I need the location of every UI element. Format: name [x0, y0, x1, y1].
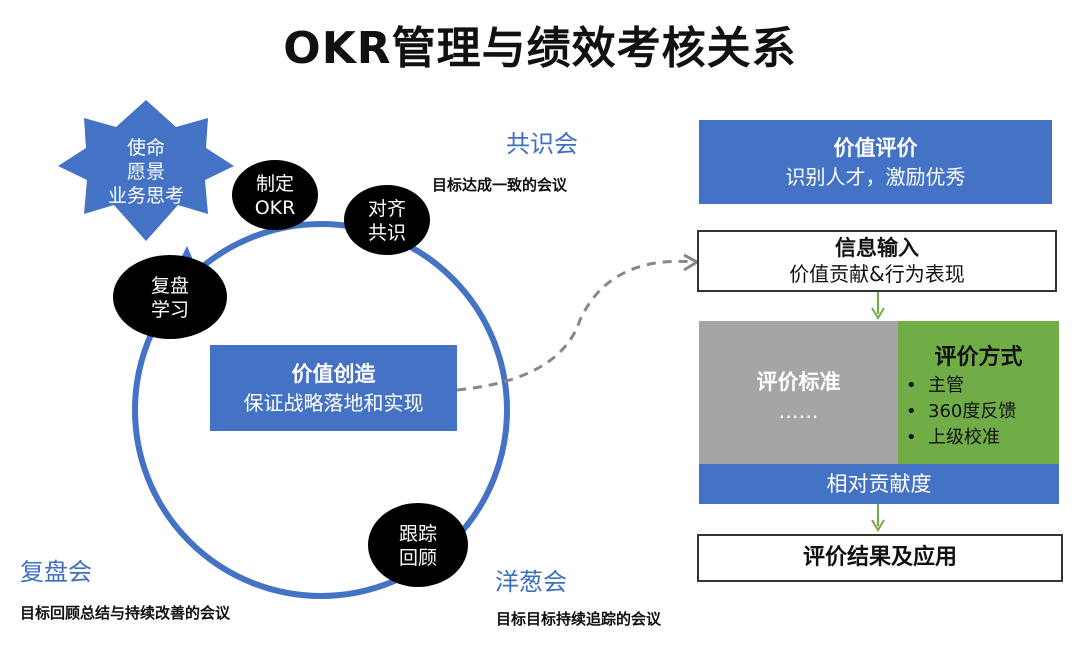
- vision-star-text: 使命 愿景 业务思考: [107, 137, 184, 207]
- node-set-okr-text: 制定 OKR: [254, 173, 296, 219]
- value-evaluation-box: 价值评价 识别人才，激励优秀: [699, 120, 1052, 204]
- node-review-text: 复盘 学习: [150, 275, 189, 321]
- cycle-ring: [132, 221, 510, 599]
- dashed-connector: [456, 259, 696, 392]
- evaluation-method-item: 上级校准: [898, 425, 1059, 451]
- evaluation-standard-more: ……: [778, 399, 819, 423]
- review-meeting-desc: 目标回顾总结与持续改善的会议: [20, 604, 231, 622]
- evaluation-result-label: 评价结果及应用: [802, 545, 957, 570]
- evaluation-method-item: 主管: [898, 373, 1059, 399]
- arrow-input-to-standard-head: [871, 307, 885, 320]
- arrow-relative-to-result-head: [871, 519, 885, 532]
- value-creation-subtitle: 保证战略落地和实现: [243, 391, 424, 415]
- evaluation-standard-title: 评价标准: [756, 370, 841, 394]
- relative-contribution-bar: 相对贡献度: [699, 464, 1059, 504]
- evaluation-method-title: 评价方式: [934, 345, 1023, 370]
- info-input-subtitle: 价值贡献&行为表现: [789, 262, 965, 286]
- node-align-shape: [344, 185, 430, 255]
- onion-meeting-name: 洋葱会: [495, 568, 567, 596]
- node-track-shape: [368, 503, 468, 587]
- onion-meeting-desc: 目标目标持续追踪的会议: [496, 610, 662, 628]
- consensus-meeting-desc: 目标达成一致的会议: [432, 176, 568, 194]
- evaluation-result-box: 评价结果及应用: [697, 534, 1063, 582]
- node-set-okr-shape: [232, 160, 318, 230]
- value-creation-title: 价值创造: [291, 362, 376, 386]
- review-meeting-name: 复盘会: [20, 558, 92, 586]
- node-track-text: 跟踪 回顾: [398, 523, 437, 569]
- evaluation-standard-box: 评价标准 ……: [699, 321, 898, 464]
- value-evaluation-subtitle: 识别人才，激励优秀: [785, 165, 966, 189]
- relative-contribution-label: 相对贡献度: [826, 472, 932, 496]
- info-input-title: 信息输入: [835, 236, 919, 260]
- value-evaluation-title: 价值评价: [833, 136, 918, 160]
- evaluation-method-box: 评价方式 主管 360度反馈 上级校准: [898, 321, 1059, 464]
- evaluation-method-list: 主管 360度反馈 上级校准: [898, 373, 1059, 451]
- vision-star-shape: [58, 100, 234, 241]
- node-review-shape: [113, 255, 227, 339]
- evaluation-method-item: 360度反馈: [898, 399, 1059, 425]
- info-input-box: 信息输入 价值贡献&行为表现: [697, 230, 1057, 292]
- page-title: OKR管理与绩效考核关系: [283, 23, 797, 74]
- value-creation-box: 价值创造 保证战略落地和实现: [210, 345, 457, 431]
- consensus-meeting-name: 共识会: [506, 130, 578, 158]
- node-align-text: 对齐 共识: [367, 198, 406, 244]
